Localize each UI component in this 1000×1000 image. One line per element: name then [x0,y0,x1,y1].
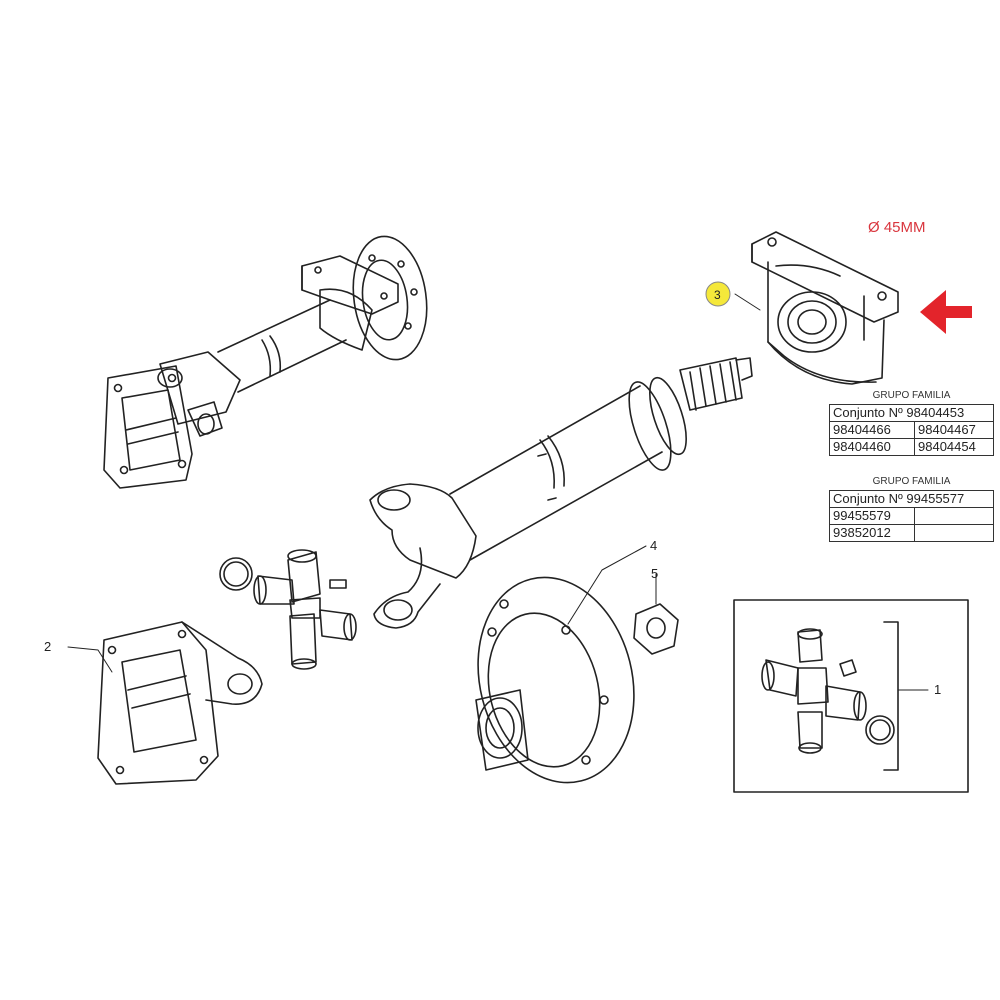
table-cell: Conjunto Nº 98404453 [829,404,994,422]
table-cell: 98404454 [914,438,994,456]
callout-3: 3 [714,288,721,302]
repair-kit-drawing [733,599,969,793]
grupo-familia-table-2: GRUPO FAMILIA Conjunto Nº 99455577 99455… [829,474,994,542]
diameter-annotation: Ø 45MM [868,219,926,236]
assembled-shaft-drawing [103,235,428,489]
table-cell: 99455579 [829,507,915,525]
center-bearing-drawing [751,231,899,385]
callout-2: 2 [44,639,51,654]
table-cell: Conjunto Nº 99455577 [829,490,994,508]
table-cell [914,507,994,525]
nut-drawing [633,603,679,655]
main-shaft-drawing [369,357,753,629]
grupo-familia-table-1: GRUPO FAMILIA Conjunto Nº 98404453 98404… [829,388,994,456]
table-cell: 98404460 [829,438,915,456]
table-cell: 93852012 [829,524,915,542]
table-header: GRUPO FAMILIA [829,388,994,405]
universal-joint-drawing [219,549,357,670]
callout-3-highlight [705,281,731,307]
flange-yoke-drawing [97,621,263,785]
callout-5: 5 [651,566,658,581]
companion-flange-drawing [475,576,635,784]
table-header: GRUPO FAMILIA [829,474,994,491]
callout-4: 4 [650,538,657,553]
callout-1: 1 [934,682,941,697]
table-cell: 98404467 [914,421,994,439]
table-cell [914,524,994,542]
table-cell: 98404466 [829,421,915,439]
red-arrow-icon [920,290,972,334]
leader-lines [67,293,929,691]
